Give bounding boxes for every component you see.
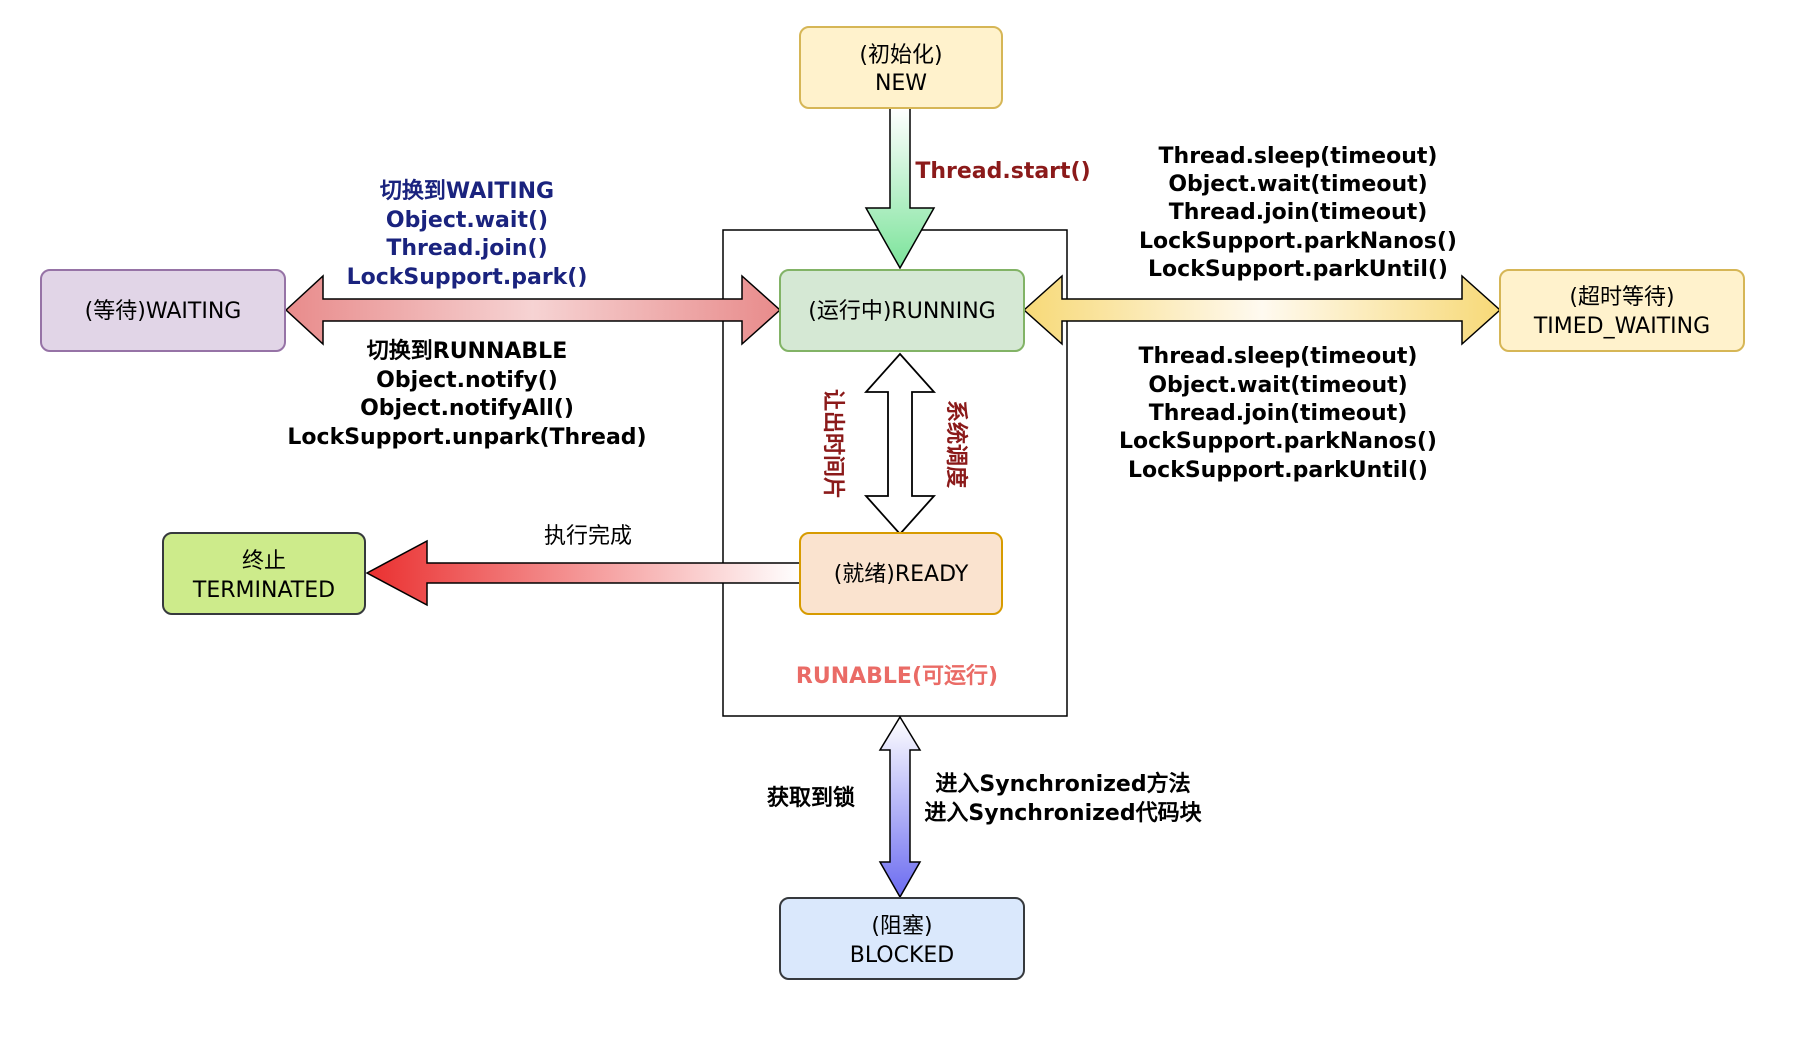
to-timed-line: Object.wait(timeout) xyxy=(1168,172,1427,197)
start-arrow xyxy=(864,107,936,270)
enter-sync-line: 进入Synchronized方法 xyxy=(935,771,1190,797)
state-timed-waiting-box xyxy=(1499,269,1745,352)
state-new-line2: NEW xyxy=(875,71,927,96)
to-waiting-labels: 切换到WAITING Object.wait() Thread.join() L… xyxy=(347,178,588,290)
yield-label: 让出时间片 xyxy=(820,389,845,499)
state-terminated: 终止 TERMINATED xyxy=(162,532,366,615)
to-timed-line: Thread.sleep(timeout) xyxy=(1159,144,1438,169)
state-ready: (就绪)READY xyxy=(799,532,1003,615)
state-blocked: (阻塞) BLOCKED xyxy=(779,897,1025,980)
state-terminated-box xyxy=(162,532,366,615)
to-waiting-line: 切换到WAITING xyxy=(380,178,554,204)
state-ready-box xyxy=(799,532,1003,615)
state-terminated-line2: TERMINATED xyxy=(192,578,335,603)
runnable-blocked-arrow xyxy=(878,715,922,899)
state-new: (初始化) NEW xyxy=(799,26,1003,109)
from-timed-line: Object.wait(timeout) xyxy=(1148,373,1407,398)
to-runnable-line: Object.notify() xyxy=(376,368,558,393)
state-timed-waiting-line1: (超时等待) xyxy=(1569,285,1674,310)
terminate-arrow xyxy=(365,539,801,607)
from-timed-waiting-labels: Thread.sleep(timeout) Object.wait(timeou… xyxy=(1119,344,1437,483)
runnable-group-label: RUNABLE(可运行) xyxy=(796,663,998,689)
state-ready-label: (就绪)READY xyxy=(834,562,969,587)
to-waiting-line: LockSupport.park() xyxy=(347,265,588,290)
from-timed-line: Thread.sleep(timeout) xyxy=(1139,344,1418,369)
from-timed-line: LockSupport.parkUntil() xyxy=(1128,458,1428,483)
state-blocked-box xyxy=(779,897,1025,980)
enter-sync-line: 进入Synchronized代码块 xyxy=(924,801,1202,826)
to-runnable-line: Object.notifyAll() xyxy=(360,396,574,421)
to-timed-line: LockSupport.parkNanos() xyxy=(1139,229,1457,254)
state-blocked-line2: BLOCKED xyxy=(850,943,955,968)
state-running-label: (运行中)RUNNING xyxy=(808,299,995,324)
start-label: Thread.start() xyxy=(915,159,1090,184)
state-running: (运行中)RUNNING xyxy=(779,269,1025,352)
to-waiting-line: Object.wait() xyxy=(386,208,548,233)
to-waiting-line: Thread.join() xyxy=(386,236,547,261)
to-timed-line: Thread.join(timeout) xyxy=(1169,200,1428,225)
state-new-box xyxy=(799,26,1003,109)
state-blocked-line1: (阻塞) xyxy=(871,914,932,939)
state-terminated-line1: 终止 xyxy=(242,549,286,574)
from-timed-line: LockSupport.parkNanos() xyxy=(1119,429,1437,454)
from-timed-line: Thread.join(timeout) xyxy=(1149,401,1408,426)
to-runnable-labels: 切换到RUNNABLE Object.notify() Object.notif… xyxy=(287,338,646,450)
state-timed-waiting: (超时等待) TIMED_WAITING xyxy=(1499,269,1745,352)
complete-label: 执行完成 xyxy=(544,524,632,549)
to-timed-waiting-labels: Thread.sleep(timeout) Object.wait(timeou… xyxy=(1139,144,1457,282)
running-ready-arrow xyxy=(863,352,937,536)
schedule-label: 系统调度 xyxy=(943,400,969,489)
state-new-line1: (初始化) xyxy=(859,43,942,68)
state-waiting: (等待)WAITING xyxy=(40,269,286,352)
acquire-lock-label: 获取到锁 xyxy=(767,785,855,811)
to-runnable-line: 切换到RUNNABLE xyxy=(367,338,567,364)
to-runnable-line: LockSupport.unpark(Thread) xyxy=(287,425,646,450)
state-waiting-box xyxy=(40,269,286,352)
running-timed-arrow xyxy=(1022,274,1502,346)
state-waiting-label: (等待)WAITING xyxy=(85,299,242,324)
state-running-box xyxy=(779,269,1025,352)
state-timed-waiting-line2: TIMED_WAITING xyxy=(1533,314,1710,339)
to-timed-line: LockSupport.parkUntil() xyxy=(1148,257,1448,282)
